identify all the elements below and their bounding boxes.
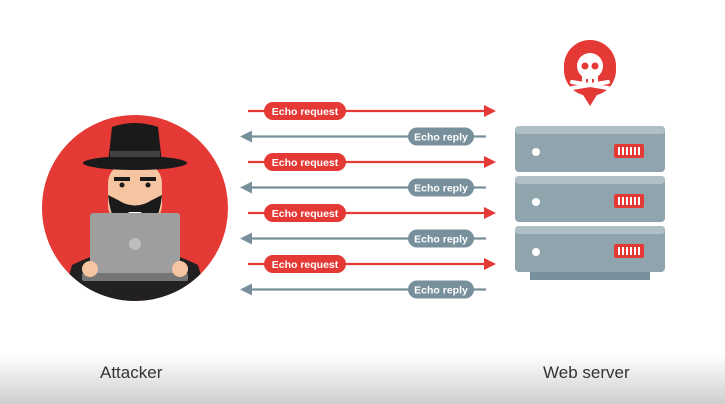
web-server-illustration xyxy=(515,40,665,280)
message-pill xyxy=(264,102,346,120)
message-label: Echo request xyxy=(272,157,339,169)
echo-reply-arrow: Echo reply xyxy=(240,178,486,197)
message-pill xyxy=(264,153,346,171)
message-label: Echo reply xyxy=(414,234,468,246)
echo-reply-arrow: Echo reply xyxy=(240,280,486,299)
echo-request-arrow: Echo request xyxy=(248,204,496,222)
message-label: Echo request xyxy=(272,208,339,220)
server-rack-icon xyxy=(515,126,665,280)
message-label: Echo request xyxy=(272,259,339,271)
message-pill xyxy=(264,255,346,273)
message-pill xyxy=(408,127,474,146)
hacker-with-laptop-icon xyxy=(42,115,228,301)
bottom-fade xyxy=(0,354,725,404)
skull-pin-icon xyxy=(564,40,616,106)
message-pill xyxy=(264,204,346,222)
echo-reply-arrow: Echo reply xyxy=(240,229,486,248)
echo-reply-arrow: Echo reply xyxy=(240,127,486,146)
echo-request-arrow: Echo request xyxy=(248,255,496,273)
echo-request-arrow: Echo request xyxy=(248,153,496,171)
message-label: Echo request xyxy=(272,106,339,118)
message-pill xyxy=(408,229,474,248)
message-label: Echo reply xyxy=(414,183,468,195)
message-pill xyxy=(408,280,474,299)
attacker-label: Attacker xyxy=(100,363,163,382)
message-label: Echo reply xyxy=(414,132,468,144)
echo-request-arrow: Echo request xyxy=(248,102,496,120)
message-pill xyxy=(408,178,474,197)
message-label: Echo reply xyxy=(414,285,468,297)
server-label: Web server xyxy=(543,363,630,382)
